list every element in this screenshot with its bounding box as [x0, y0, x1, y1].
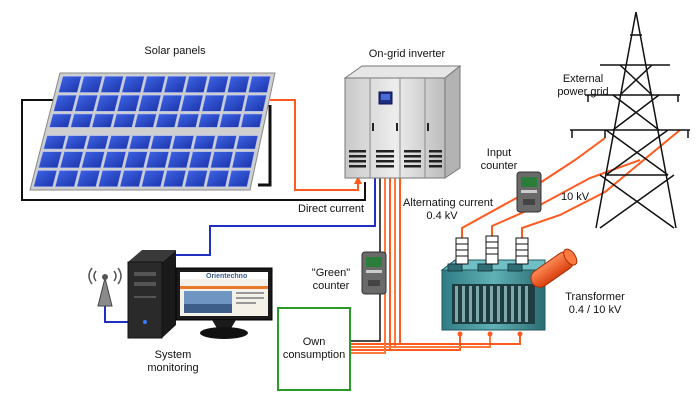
- computer-monitor: [175, 267, 273, 339]
- solar-cell: [64, 135, 88, 150]
- solar-cell: [58, 76, 82, 93]
- monitor-brand-text: Orientechno: [206, 273, 248, 280]
- label-external-grid-2: power grid: [557, 86, 609, 98]
- label-transformer-2: 0.4 / 10 kV: [568, 304, 622, 316]
- solar-cell: [76, 170, 101, 187]
- solar-cell: [167, 151, 191, 169]
- solar-cell: [121, 76, 145, 93]
- solar-cell: [98, 170, 122, 187]
- solar-cell: [74, 94, 98, 112]
- power-tower: [570, 11, 690, 229]
- solar-cell: [142, 76, 166, 93]
- solar-cell: [70, 113, 94, 128]
- dc-arrow: [354, 176, 362, 184]
- solar-cell: [141, 170, 165, 187]
- dc-wire-black: [21, 99, 366, 201]
- solar-cell: [198, 113, 221, 128]
- label-inverter: On-grid inverter: [368, 48, 446, 60]
- solar-cell: [244, 94, 267, 112]
- solar-cell: [184, 76, 208, 93]
- panel-stand: [258, 105, 272, 187]
- input-counter-device: [516, 171, 542, 213]
- label-system-monitoring-1: System: [154, 349, 192, 361]
- solar-cell: [171, 135, 195, 150]
- solar-cell: [248, 76, 271, 93]
- label-own-consumption-2: consumption: [282, 349, 346, 361]
- solar-cell: [38, 151, 63, 169]
- solar-cell: [128, 135, 152, 150]
- solar-cell: [116, 94, 141, 112]
- solar-cell: [206, 170, 230, 187]
- solar-cell: [145, 151, 170, 169]
- solar-cell: [107, 135, 131, 150]
- solar-cell: [138, 94, 162, 112]
- solar-cell: [79, 76, 103, 93]
- solar-cell: [240, 113, 263, 128]
- solar-cell: [176, 113, 200, 128]
- solar-cell: [53, 94, 77, 112]
- solar-cell: [184, 170, 208, 187]
- solar-cell: [81, 151, 105, 169]
- solar-cell: [59, 151, 84, 169]
- solar-cell: [219, 113, 242, 128]
- own-consumption-wire: [350, 178, 381, 342]
- transformer: [440, 235, 578, 337]
- ac-bus: [350, 178, 521, 354]
- solar-cell: [112, 113, 136, 128]
- solar-cell: [33, 170, 58, 187]
- solar-panels: [29, 72, 276, 191]
- solar-cell: [214, 135, 237, 150]
- solar-cell: [163, 76, 187, 93]
- label-solar-panels: Solar panels: [144, 45, 206, 57]
- label-system-monitoring-2: monitoring: [147, 362, 199, 374]
- solar-cell: [180, 94, 204, 112]
- solar-cell: [91, 113, 115, 128]
- label-alternating-current-1: Alternating current: [403, 197, 493, 209]
- label-alternating-current-2: 0.4 kV: [426, 210, 458, 222]
- monitoring-cable: [175, 178, 376, 256]
- solar-cell: [231, 151, 255, 169]
- solar-cell: [86, 135, 109, 150]
- label-transformer-1: Transformer: [565, 291, 625, 303]
- label-external-grid-1: External: [562, 73, 604, 85]
- solar-cell: [49, 113, 72, 128]
- solar-cell: [210, 151, 234, 169]
- label-10kv: 10 kV: [561, 191, 590, 203]
- solar-cell: [95, 94, 120, 112]
- solar-cell: [193, 135, 216, 150]
- solar-cell: [201, 94, 225, 112]
- solar-cell: [100, 76, 124, 93]
- solar-cell: [235, 135, 259, 150]
- own-consumption-box: [277, 307, 351, 391]
- solar-cell: [227, 76, 250, 93]
- solar-cell: [188, 151, 212, 169]
- solar-cell: [43, 135, 67, 150]
- solar-cell: [227, 170, 251, 187]
- solar-cell: [222, 94, 246, 112]
- solar-cell: [134, 113, 157, 128]
- solar-cell: [150, 135, 173, 150]
- label-green-counter-2: counter: [312, 280, 350, 292]
- solar-cell: [162, 170, 187, 187]
- label-own-consumption-1: Own: [302, 336, 326, 348]
- label-green-counter-1: "Green": [311, 267, 351, 279]
- green-counter-device: [361, 251, 387, 295]
- solar-cell: [159, 94, 183, 112]
- solar-cell: [205, 76, 229, 93]
- label-input-counter-2: counter: [480, 160, 518, 172]
- solar-cell: [155, 113, 178, 128]
- dc-wire-orange: [270, 99, 359, 191]
- solar-cell: [102, 151, 127, 169]
- label-direct-current: Direct current: [298, 203, 365, 215]
- solar-cell: [54, 170, 79, 187]
- solar-cell: [124, 151, 148, 169]
- solar-cell: [119, 170, 144, 187]
- label-input-counter-1: Input: [486, 147, 512, 159]
- on-grid-inverter: [343, 64, 462, 179]
- computer-tower: [127, 250, 176, 339]
- antenna-icon: [88, 267, 122, 307]
